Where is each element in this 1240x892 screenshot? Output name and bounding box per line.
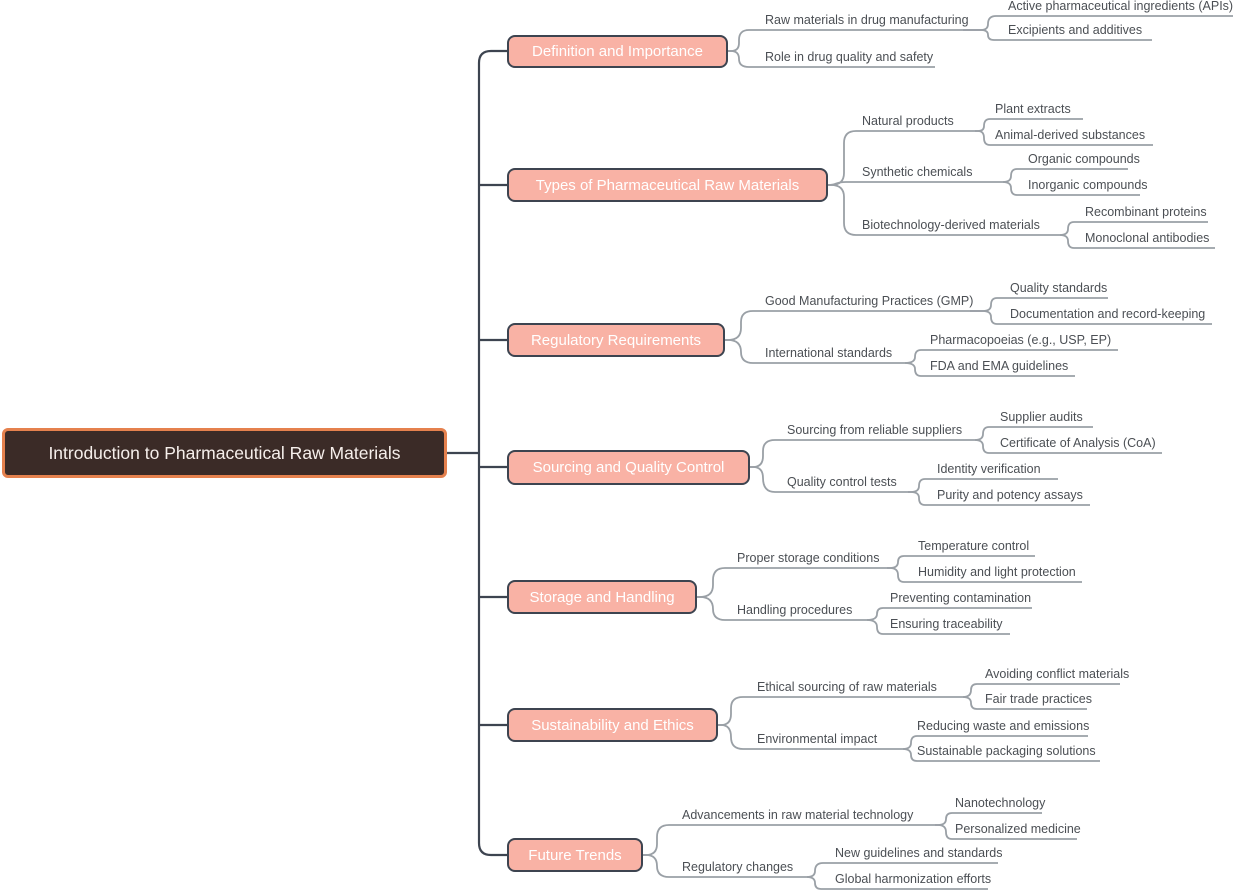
node-active-pharmaceutical-ingredients[interactable]: Active pharmaceutical ingredients (APIs)	[1008, 0, 1234, 13]
node-supplier-audits[interactable]: Supplier audits	[1000, 410, 1083, 424]
node-animal-derived-substances[interactable]: Animal-derived substances	[995, 128, 1146, 142]
node-proper-storage-conditions[interactable]: Proper storage conditions	[737, 551, 880, 565]
node-excipients-and-additives[interactable]: Excipients and additives	[1008, 23, 1143, 37]
node-quality-standards[interactable]: Quality standards	[1010, 281, 1108, 295]
node-natural-products[interactable]: Natural products	[862, 114, 954, 128]
node-quality-control-tests[interactable]: Quality control tests	[787, 475, 897, 489]
node-avoiding-conflict-materials[interactable]: Avoiding conflict materials	[985, 667, 1130, 681]
node-regulatory-changes[interactable]: Regulatory changes	[682, 860, 794, 874]
node-organic-compounds[interactable]: Organic compounds	[1028, 152, 1140, 166]
node-inorganic-compounds[interactable]: Inorganic compounds	[1028, 178, 1148, 192]
branch-definition-and-importance[interactable]: Definition and Importance	[507, 35, 728, 68]
node-purity-and-potency-assays[interactable]: Purity and potency assays	[937, 488, 1083, 502]
node-temperature-control[interactable]: Temperature control	[918, 539, 1030, 553]
branch-types-of-pharmaceutical-raw-materials[interactable]: Types of Pharmaceutical Raw Materials	[507, 168, 828, 202]
node-fair-trade-practices[interactable]: Fair trade practices	[985, 692, 1092, 706]
node-personalized-medicine[interactable]: Personalized medicine	[955, 822, 1081, 836]
node-certificate-of-analysis[interactable]: Certificate of Analysis (CoA)	[1000, 436, 1156, 450]
node-monoclonal-antibodies[interactable]: Monoclonal antibodies	[1085, 231, 1210, 245]
node-documentation-and-record-keeping[interactable]: Documentation and record-keeping	[1010, 307, 1206, 321]
branch-regulatory-requirements[interactable]: Regulatory Requirements	[507, 323, 725, 357]
node-new-guidelines-and-standards[interactable]: New guidelines and standards	[835, 846, 1003, 860]
node-identity-verification[interactable]: Identity verification	[937, 462, 1041, 476]
node-reducing-waste-and-emissions[interactable]: Reducing waste and emissions	[917, 719, 1090, 733]
primary-connectors	[447, 49, 507, 857]
node-ethical-sourcing-of-raw-materials[interactable]: Ethical sourcing of raw materials	[757, 680, 937, 694]
node-recombinant-proteins[interactable]: Recombinant proteins	[1085, 205, 1207, 219]
node-global-harmonization-efforts[interactable]: Global harmonization efforts	[835, 872, 992, 886]
node-advancements-in-raw-material-technology[interactable]: Advancements in raw material technology	[682, 808, 914, 822]
node-international-standards[interactable]: International standards	[765, 346, 893, 360]
branch-sourcing-and-quality-control[interactable]: Sourcing and Quality Control	[507, 450, 750, 485]
node-synthetic-chemicals[interactable]: Synthetic chemicals	[862, 165, 973, 179]
node-pharmacopoeias[interactable]: Pharmacopoeias (e.g., USP, EP)	[930, 333, 1112, 347]
node-raw-materials-in-drug-manufacturing[interactable]: Raw materials in drug manufacturing	[765, 13, 969, 27]
branch-future-trends[interactable]: Future Trends	[507, 838, 643, 872]
node-plant-extracts[interactable]: Plant extracts	[995, 102, 1071, 116]
node-sourcing-from-reliable-suppliers[interactable]: Sourcing from reliable suppliers	[787, 423, 963, 437]
node-sustainable-packaging-solutions[interactable]: Sustainable packaging solutions	[917, 744, 1096, 758]
node-good-manufacturing-practices[interactable]: Good Manufacturing Practices (GMP)	[765, 294, 974, 308]
node-handling-procedures[interactable]: Handling procedures	[737, 603, 853, 617]
node-nanotechnology[interactable]: Nanotechnology	[955, 796, 1046, 810]
node-preventing-contamination[interactable]: Preventing contamination	[890, 591, 1032, 605]
node-environmental-impact[interactable]: Environmental impact	[757, 732, 878, 746]
node-humidity-and-light-protection[interactable]: Humidity and light protection	[918, 565, 1076, 579]
node-fda-and-ema-guidelines[interactable]: FDA and EMA guidelines	[930, 359, 1069, 373]
node-role-in-drug-quality-and-safety[interactable]: Role in drug quality and safety	[765, 50, 934, 64]
branch-sustainability-and-ethics[interactable]: Sustainability and Ethics	[507, 708, 718, 742]
node-ensuring-traceability[interactable]: Ensuring traceability	[890, 617, 1003, 631]
node-biotechnology-derived-materials[interactable]: Biotechnology-derived materials	[862, 218, 1040, 232]
root-node[interactable]: Introduction to Pharmaceutical Raw Mater…	[2, 428, 447, 478]
secondary-connectors	[643, 15, 1233, 890]
branch-storage-and-handling[interactable]: Storage and Handling	[507, 580, 697, 614]
